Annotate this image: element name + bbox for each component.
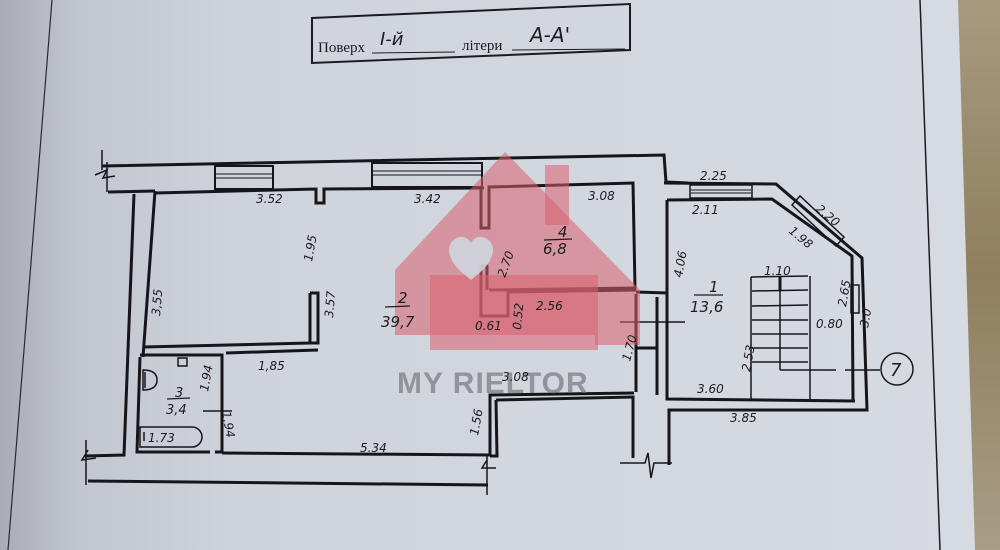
section-marker-number: 7 — [890, 360, 902, 381]
watermark-text: MY RIELTOR — [397, 367, 589, 400]
svg-text:3.85: 3.85 — [730, 411, 757, 425]
svg-text:3,4: 3,4 — [166, 403, 187, 418]
room-label-3: 3 3,4 — [166, 386, 191, 418]
svg-text:1,85: 1,85 — [258, 359, 285, 373]
svg-text:1.94: 1.94 — [219, 410, 237, 439]
svg-text:3.42: 3.42 — [414, 192, 441, 206]
watermark-logo: MY RIELTOR — [395, 152, 640, 400]
section-marker: 7 — [880, 352, 914, 386]
svg-text:2: 2 — [398, 289, 408, 307]
svg-text:3: 3 — [175, 386, 183, 401]
svg-text:3.52: 3.52 — [256, 192, 283, 206]
svg-text:3.08: 3.08 — [502, 370, 529, 384]
svg-text:3.57: 3.57 — [322, 290, 338, 318]
svg-text:4: 4 — [558, 223, 568, 241]
heart-icon — [449, 236, 493, 280]
svg-text:39,7: 39,7 — [381, 313, 415, 331]
svg-text:1.73: 1.73 — [148, 431, 175, 445]
svg-text:0.80: 0.80 — [816, 317, 843, 331]
fixtures-and-stairs — [80, 150, 880, 495]
svg-text:2.53: 2.53 — [739, 344, 757, 373]
sheet-left-border — [7, 0, 53, 550]
room-label-2: 2 39,7 — [381, 289, 415, 331]
letters-label: літери — [462, 38, 502, 54]
svg-text:4.06: 4.06 — [671, 249, 689, 278]
svg-text:1.94: 1.94 — [197, 364, 215, 393]
svg-text:3.08: 3.08 — [588, 189, 615, 203]
room-labels: 2 39,7 4 6,8 3 3,4 1 13,6 — [166, 223, 723, 418]
svg-text:1.10: 1.10 — [764, 264, 791, 278]
svg-text:1.95: 1.95 — [301, 234, 319, 263]
room-label-1: 1 13,6 — [690, 278, 723, 316]
svg-text:2.65: 2.65 — [835, 279, 853, 308]
svg-text:1.70: 1.70 — [619, 333, 640, 363]
svg-text:2.56: 2.56 — [536, 299, 563, 313]
floor-value: І-й — [380, 29, 404, 50]
svg-text:3,55: 3,55 — [149, 288, 165, 316]
svg-text:0.61: 0.61 — [475, 319, 502, 333]
svg-text:3.0: 3.0 — [857, 307, 874, 329]
svg-text:1.56: 1.56 — [467, 407, 485, 436]
header-box: Поверх І-й літери А-А' — [311, 2, 631, 65]
letters-value: А-А' — [528, 23, 570, 47]
svg-text:3.60: 3.60 — [697, 382, 724, 396]
room-label-4: 4 6,8 — [543, 223, 573, 258]
svg-text:2.11: 2.11 — [692, 203, 719, 217]
svg-text:13,6: 13,6 — [690, 298, 723, 316]
svg-text:5.34: 5.34 — [360, 441, 387, 455]
sheet-right-border — [919, 0, 941, 550]
floor-label: Поверх — [318, 40, 365, 56]
svg-text:2.25: 2.25 — [700, 169, 727, 183]
svg-text:0.52: 0.52 — [510, 302, 526, 330]
svg-text:1: 1 — [709, 278, 719, 296]
svg-text:6,8: 6,8 — [543, 240, 567, 258]
